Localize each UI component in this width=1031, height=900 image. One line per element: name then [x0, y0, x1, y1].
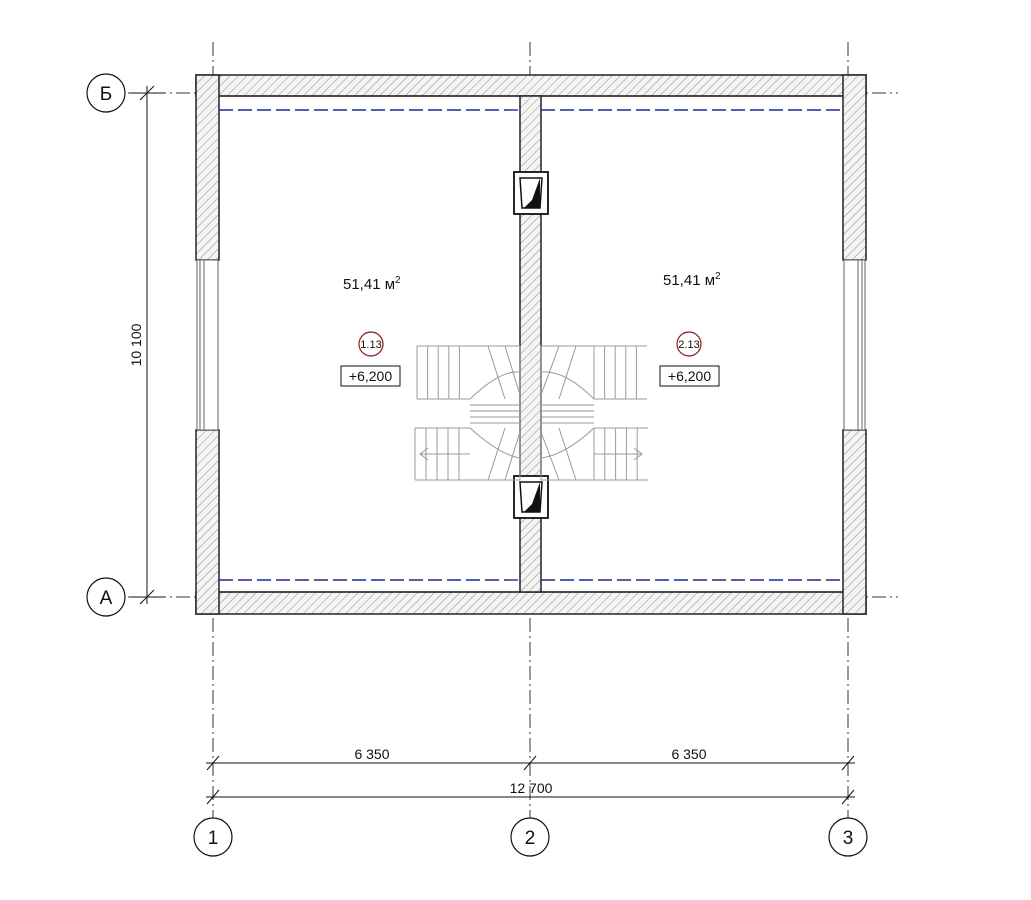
axis-label-1: 1	[208, 828, 219, 849]
wall-left-upper	[195, 74, 220, 261]
window-right	[843, 259, 866, 431]
chimney-top	[513, 171, 549, 215]
dimension-spans	[206, 755, 855, 805]
wall-bottom	[195, 591, 867, 615]
room-2: 51,41 м2 2.13 +6,200	[659, 271, 721, 387]
wall-center	[519, 95, 542, 593]
room-tag: 1.13	[360, 339, 381, 351]
room-area: 51,41 м2	[663, 271, 721, 289]
axis-bubble-2	[510, 817, 550, 857]
room-tag: 2.13	[678, 339, 699, 351]
axis-label-2: 2	[525, 828, 536, 849]
chimney-bottom	[513, 475, 549, 519]
axis-bubble-a	[86, 577, 126, 617]
wall-right-upper	[842, 74, 867, 261]
room-tag-circle	[358, 331, 384, 357]
level-box	[340, 365, 401, 387]
room-tag-circle	[676, 331, 702, 357]
windows	[196, 259, 866, 431]
slope-lines	[219, 109, 843, 581]
level-box	[659, 365, 720, 387]
dimension-height	[130, 85, 165, 605]
room-1: 51,41 м2 1.13 +6,200	[340, 275, 401, 387]
dimension-overall: 12 700	[510, 780, 553, 796]
staircase	[414, 345, 648, 481]
room-area: 51,41 м2	[343, 275, 401, 293]
wall-left-lower	[195, 429, 220, 615]
wall-right-lower	[842, 429, 867, 615]
axis-bubble-1	[193, 817, 233, 857]
walls	[195, 74, 867, 615]
dimension-height-label: 10 100	[128, 323, 144, 366]
axis-label-3: 3	[843, 828, 854, 849]
axis-label-b: Б	[100, 84, 112, 105]
level-mark: +6,200	[349, 368, 392, 384]
axis-label-a: А	[100, 588, 113, 609]
axis-bubbles: Б А 1 2 3	[86, 73, 868, 857]
axis-bubble-3	[828, 817, 868, 857]
dimension-span-left: 6 350	[354, 746, 389, 762]
level-mark: +6,200	[668, 368, 711, 384]
dimension-span-right: 6 350	[671, 746, 706, 762]
grid-axes	[128, 42, 898, 820]
window-left	[196, 259, 219, 431]
axis-bubble-b	[86, 73, 126, 113]
wall-top	[195, 74, 867, 97]
